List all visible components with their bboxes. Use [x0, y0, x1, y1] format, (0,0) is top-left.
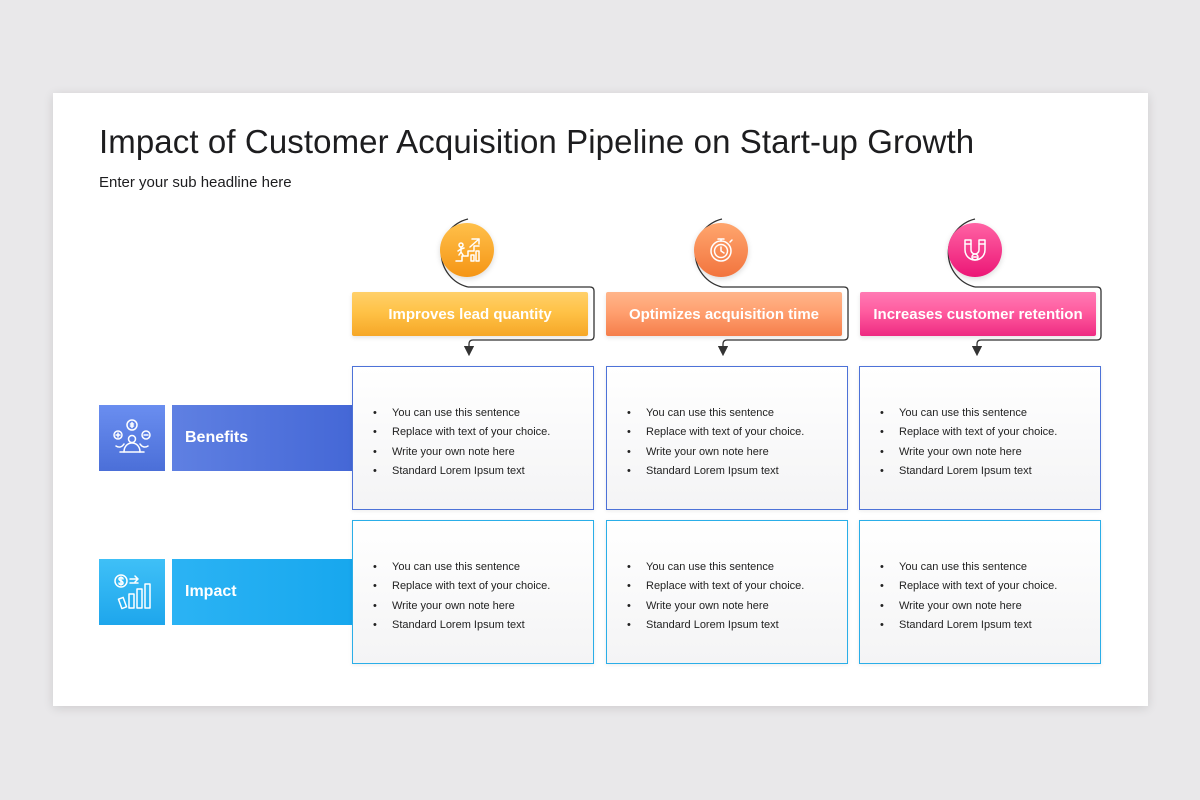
bullet-item: Replace with text of your choice. — [627, 577, 804, 597]
bullet-list: You can use this sentence Replace with t… — [373, 404, 550, 481]
bullet-item: Standard Lorem Ipsum text — [373, 462, 550, 482]
bullet-item: Standard Lorem Ipsum text — [627, 616, 804, 636]
benefits-person-coins-icon — [113, 419, 151, 453]
slide-title: Impact of Customer Acquisition Pipeline … — [99, 123, 975, 160]
slide-subtitle: Enter your sub headline here — [99, 174, 292, 191]
cell-benefits-lead-quantity: You can use this sentence Replace with t… — [352, 366, 594, 510]
column-header-label: Optimizes acquisition time — [628, 305, 820, 323]
bullet-list: You can use this sentence Replace with t… — [373, 558, 550, 635]
column-header-improves-lead-quantity: Improves lead quantity — [352, 292, 588, 336]
column-header-optimizes-acquisition-time: Optimizes acquisition time — [606, 292, 842, 336]
row-impact-icon-box — [99, 559, 165, 625]
cell-impact-acquisition-time: You can use this sentence Replace with t… — [606, 520, 848, 664]
bullet-list: You can use this sentence Replace with t… — [880, 404, 1057, 481]
bullet-item: Write your own note here — [627, 597, 804, 617]
bullet-item: You can use this sentence — [880, 558, 1057, 578]
bullet-item: Standard Lorem Ipsum text — [880, 462, 1057, 482]
column-2-icon-circle — [694, 223, 748, 277]
cell-impact-customer-retention: You can use this sentence Replace with t… — [859, 520, 1101, 664]
bullet-item: Replace with text of your choice. — [880, 577, 1057, 597]
bullet-item: You can use this sentence — [880, 404, 1057, 424]
bullet-item: Write your own note here — [627, 443, 804, 463]
column-header-label: Increases customer retention — [873, 305, 1083, 323]
stopwatch-icon — [710, 238, 733, 262]
row-label-text: Benefits — [185, 429, 249, 446]
column-3-icon-circle — [948, 223, 1002, 277]
bullet-item: You can use this sentence — [627, 558, 804, 578]
bullet-list: You can use this sentence Replace with t… — [627, 404, 804, 481]
bullet-item: Replace with text of your choice. — [627, 423, 804, 443]
bullet-item: You can use this sentence — [627, 404, 804, 424]
row-benefits-icon-box — [99, 405, 165, 471]
bullet-item: Replace with text of your choice. — [373, 423, 550, 443]
cell-benefits-customer-retention: You can use this sentence Replace with t… — [859, 366, 1101, 510]
bullet-list: You can use this sentence Replace with t… — [627, 558, 804, 635]
magnet-retention-icon — [964, 239, 986, 261]
bullet-item: Write your own note here — [373, 597, 550, 617]
column-header-label: Improves lead quantity — [388, 305, 552, 323]
row-label-impact: Impact — [172, 559, 356, 625]
bullet-item: Replace with text of your choice. — [880, 423, 1057, 443]
cell-impact-lead-quantity: You can use this sentence Replace with t… — [352, 520, 594, 664]
bullet-item: Standard Lorem Ipsum text — [373, 616, 550, 636]
dollar-growth-chart-icon — [114, 574, 151, 610]
column-header-increases-customer-retention: Increases customer retention — [860, 292, 1096, 336]
bullet-item: Standard Lorem Ipsum text — [880, 616, 1057, 636]
column-1-icon-circle — [440, 223, 494, 277]
bullet-item: Standard Lorem Ipsum text — [627, 462, 804, 482]
bullet-item: You can use this sentence — [373, 404, 550, 424]
bullet-item: Write your own note here — [880, 597, 1057, 617]
bullet-list: You can use this sentence Replace with t… — [880, 558, 1057, 635]
bullet-item: Write your own note here — [880, 443, 1057, 463]
bullet-item: Write your own note here — [373, 443, 550, 463]
row-label-text: Impact — [185, 583, 237, 600]
bullet-item: You can use this sentence — [373, 558, 550, 578]
bullet-item: Replace with text of your choice. — [373, 577, 550, 597]
cell-benefits-acquisition-time: You can use this sentence Replace with t… — [606, 366, 848, 510]
slide: Impact of Customer Acquisition Pipeline … — [53, 93, 1148, 706]
row-label-benefits: Benefits — [172, 405, 356, 471]
growth-stairs-icon — [455, 238, 480, 262]
